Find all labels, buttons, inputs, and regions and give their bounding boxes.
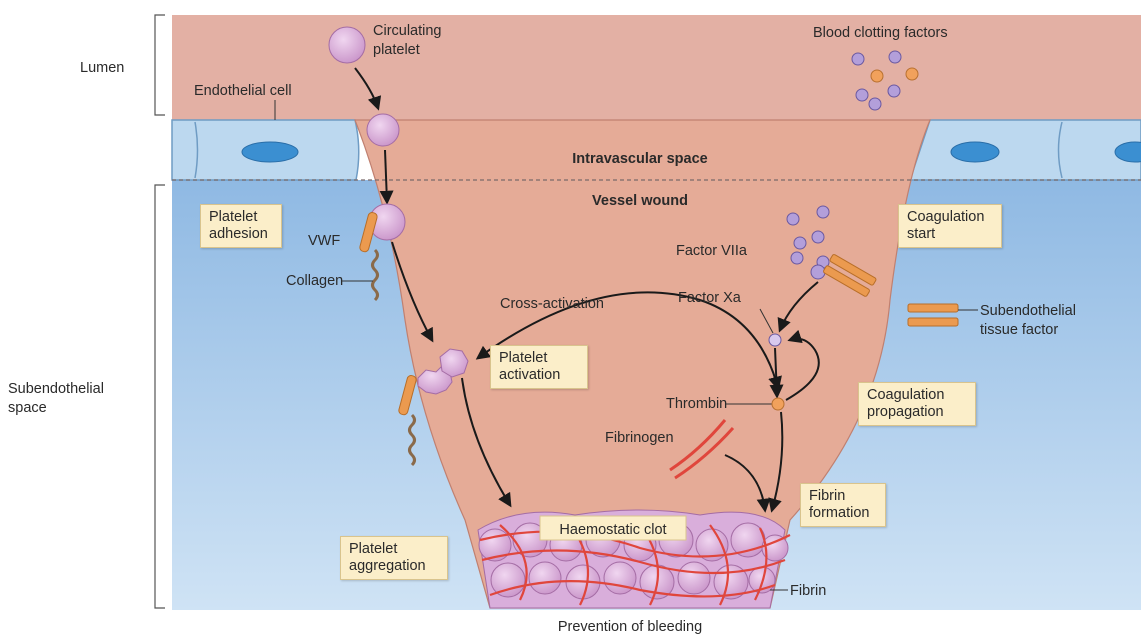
platelet-descending	[367, 114, 399, 146]
cross-activation-label: Cross-activation	[500, 296, 604, 312]
tissue-factor-legend-label-1: Subendothelial	[980, 303, 1076, 319]
subendothelial-bracket	[155, 185, 165, 608]
tissue-factor-legend-label-2: tissue factor	[980, 322, 1058, 338]
blood-clotting-factors-label: Blood clotting factors	[813, 25, 948, 41]
nucleus-left	[242, 142, 298, 162]
platelet-aggregation-line2: aggregation	[349, 558, 439, 575]
fibrin-formation-line1: Fibrin	[809, 488, 877, 505]
coagulation-propagation-line2: propagation	[867, 404, 967, 421]
platelet-adhesion-box: Platelet adhesion	[200, 204, 282, 248]
coagulation-propagation-line1: Coagulation	[867, 387, 967, 404]
thrombin-label: Thrombin	[666, 396, 727, 412]
haemostatic-clot-label: Haemostatic clot	[559, 522, 666, 538]
factor-xa-dot	[769, 334, 781, 346]
platelet-aggregation-box: Platelet aggregation	[340, 536, 448, 580]
coagulation-start-box: Coagulation start	[898, 204, 1002, 248]
coagulation-start-line2: start	[907, 226, 993, 243]
endothelial-layer-left	[172, 120, 359, 180]
fibrin-label: Fibrin	[790, 583, 826, 599]
platelet-circulating	[329, 27, 365, 63]
thrombin-dot	[772, 398, 784, 410]
endothelial-cell-label: Endothelial cell	[194, 83, 292, 99]
platelet-adhesion-line2: adhesion	[209, 226, 273, 243]
intravascular-label: Intravascular space	[572, 151, 707, 167]
platelet-aggregation-line1: Platelet	[349, 541, 439, 558]
factor-xa-label: Factor Xa	[678, 290, 742, 306]
lumen-label: Lumen	[80, 60, 124, 76]
prevention-of-bleeding-label: Prevention of bleeding	[558, 619, 702, 635]
fibrin-formation-box: Fibrin formation	[800, 483, 886, 527]
platelet-activated-2	[440, 349, 468, 377]
subendothelial-label-line2: space	[8, 400, 47, 416]
platelet-activation-line1: Platelet	[499, 350, 579, 367]
platelet-activation-line2: activation	[499, 367, 579, 384]
lumen-bracket	[155, 15, 165, 115]
collagen-label: Collagen	[286, 273, 343, 289]
coagulation-propagation-box: Coagulation propagation	[858, 382, 976, 426]
circulating-platelet-label-2: platelet	[373, 42, 420, 58]
lumen-area	[172, 15, 1141, 125]
fibrinogen-label: Fibrinogen	[605, 430, 674, 446]
endothelial-layer-right	[910, 120, 1141, 180]
coagulation-start-line1: Coagulation	[907, 209, 993, 226]
nucleus-right	[951, 142, 999, 162]
platelet-activation-box: Platelet activation	[490, 345, 588, 389]
platelet-adhesion-line1: Platelet	[209, 209, 273, 226]
vwf-label: VWF	[308, 233, 340, 249]
fibrin-formation-line2: formation	[809, 505, 877, 522]
factor-viia-label: Factor VIIa	[676, 243, 748, 259]
circulating-platelet-label-1: Circulating	[373, 23, 442, 39]
vessel-wound-label: Vessel wound	[592, 193, 688, 209]
subendothelial-label-line1: Subendothelial	[8, 381, 104, 397]
